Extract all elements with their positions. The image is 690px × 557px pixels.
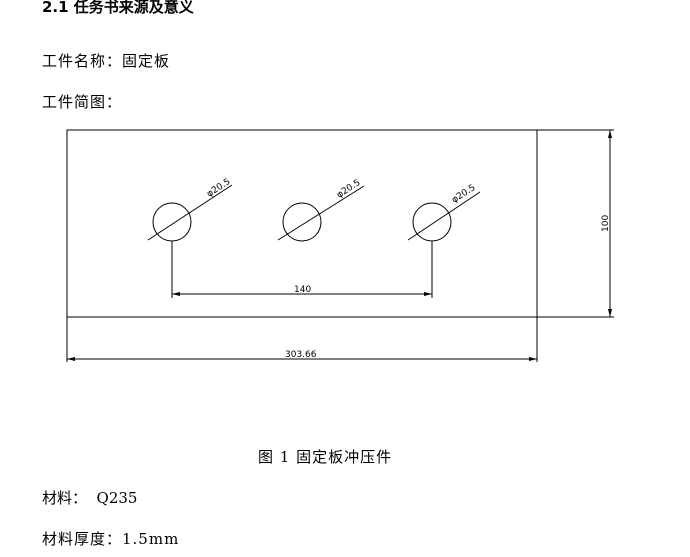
arrow-height-bottom — [608, 309, 612, 317]
thickness-line: 材料厚度：1.5mm — [42, 530, 180, 548]
arrow-height-top — [608, 130, 612, 138]
hole-3-leader — [407, 191, 481, 241]
figure-caption: 图 1 固定板冲压件 — [258, 448, 393, 466]
hole-2-leader — [277, 185, 365, 241]
hole-2 — [282, 202, 322, 242]
hole-1-leader — [147, 184, 233, 241]
arrow-width-left — [67, 357, 75, 361]
part-name-line: 工件名称：固定板 — [42, 52, 171, 70]
section-heading: 2.1 任务书来源及意义 — [42, 0, 194, 16]
arrow-width-right — [529, 357, 537, 361]
hole-1 — [152, 202, 192, 242]
hole-spacing-label: 140 — [294, 285, 311, 295]
hole-3-diameter-label: φ20.5 — [450, 183, 477, 206]
material-line: 材料： Q235 — [42, 489, 138, 507]
arrow-spacing-left — [172, 292, 180, 296]
hole-1-diameter-label: φ20.5 — [205, 177, 232, 200]
arrow-spacing-right — [424, 292, 432, 296]
plate-outline — [66, 129, 538, 318]
width-label: 303.66 — [285, 350, 317, 360]
height-label: 100 — [601, 215, 611, 232]
hole-3 — [412, 202, 452, 242]
part-sketch-label: 工件简图： — [42, 93, 123, 111]
